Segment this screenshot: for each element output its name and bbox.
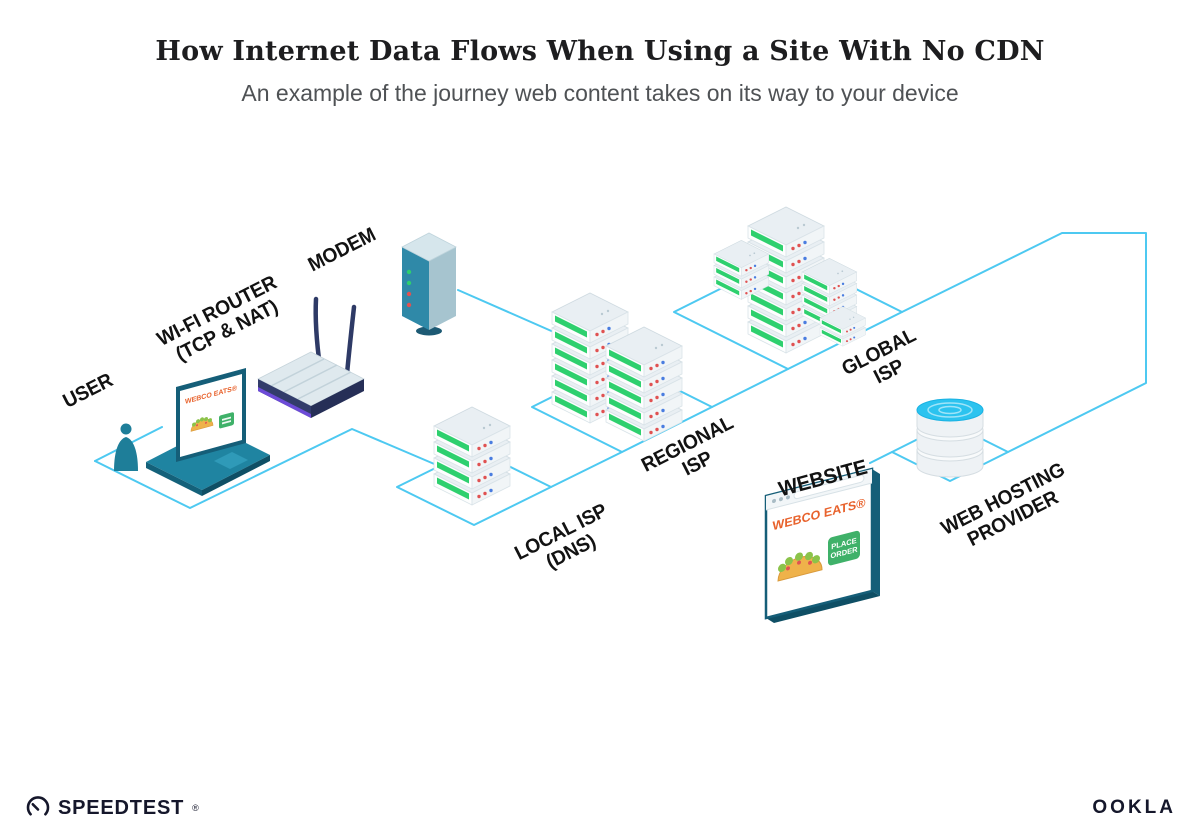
line-global-to-hosting	[901, 232, 1147, 453]
laptop-touchpad	[214, 452, 248, 469]
user-person-icon	[114, 423, 138, 471]
browser-depth-right	[872, 469, 880, 596]
speedtest-wordmark: SPEEDTEST	[58, 796, 185, 819]
speedtest-logo: SPEEDTEST ®	[26, 796, 199, 820]
line-local-to-regional	[550, 451, 623, 488]
router-top-grooves	[270, 358, 352, 400]
website-browser-illustration: WEBCO EATS® PLACE ORDER	[764, 467, 880, 623]
server-stack-regional-isp	[551, 292, 683, 442]
database-cylinders-illustration	[916, 398, 984, 478]
laptop-screen	[180, 374, 242, 457]
address-bar	[793, 474, 865, 500]
speedtest-trademark: ®	[192, 803, 199, 813]
modem-right-face	[429, 247, 456, 330]
router-accent-stripe	[258, 387, 311, 418]
modem-illustration	[401, 232, 457, 336]
browser-depth-bottom	[766, 591, 880, 623]
laptop-illustration: WEBCO EATS®	[146, 368, 270, 496]
modem-left-face	[402, 247, 429, 330]
page-title: How Internet Data Flows When Using a Sit…	[155, 36, 1045, 67]
ookla-wordmark: OOKLA	[1092, 797, 1176, 818]
laptop-order-badge	[219, 412, 234, 429]
modem-top	[401, 232, 457, 262]
speedtest-gauge-icon	[26, 796, 50, 816]
header: How Internet Data Flows When Using a Sit…	[0, 36, 1200, 107]
taco-icon-large	[777, 551, 823, 582]
wifi-router-illustration	[257, 296, 365, 418]
laptop-base-edge-right	[202, 455, 270, 496]
water-top	[916, 398, 984, 422]
page-subtitle: An example of the journey web content ta…	[241, 80, 959, 106]
place-order-button: PLACE ORDER	[828, 530, 860, 566]
taco-icon	[190, 417, 214, 432]
laptop-base-edge-left	[146, 462, 202, 496]
server-stack-local-isp	[433, 406, 511, 506]
browser-window-dots	[772, 495, 790, 504]
ookla-logo: OOKLA	[1092, 797, 1176, 819]
line-user-to-local-isp	[94, 428, 440, 509]
modem-leds	[406, 269, 412, 308]
line-regional-to-global	[711, 368, 789, 408]
server-stack-global-isp	[713, 206, 866, 354]
router-front-right	[311, 379, 364, 418]
line-hosting-to-website	[869, 451, 893, 464]
